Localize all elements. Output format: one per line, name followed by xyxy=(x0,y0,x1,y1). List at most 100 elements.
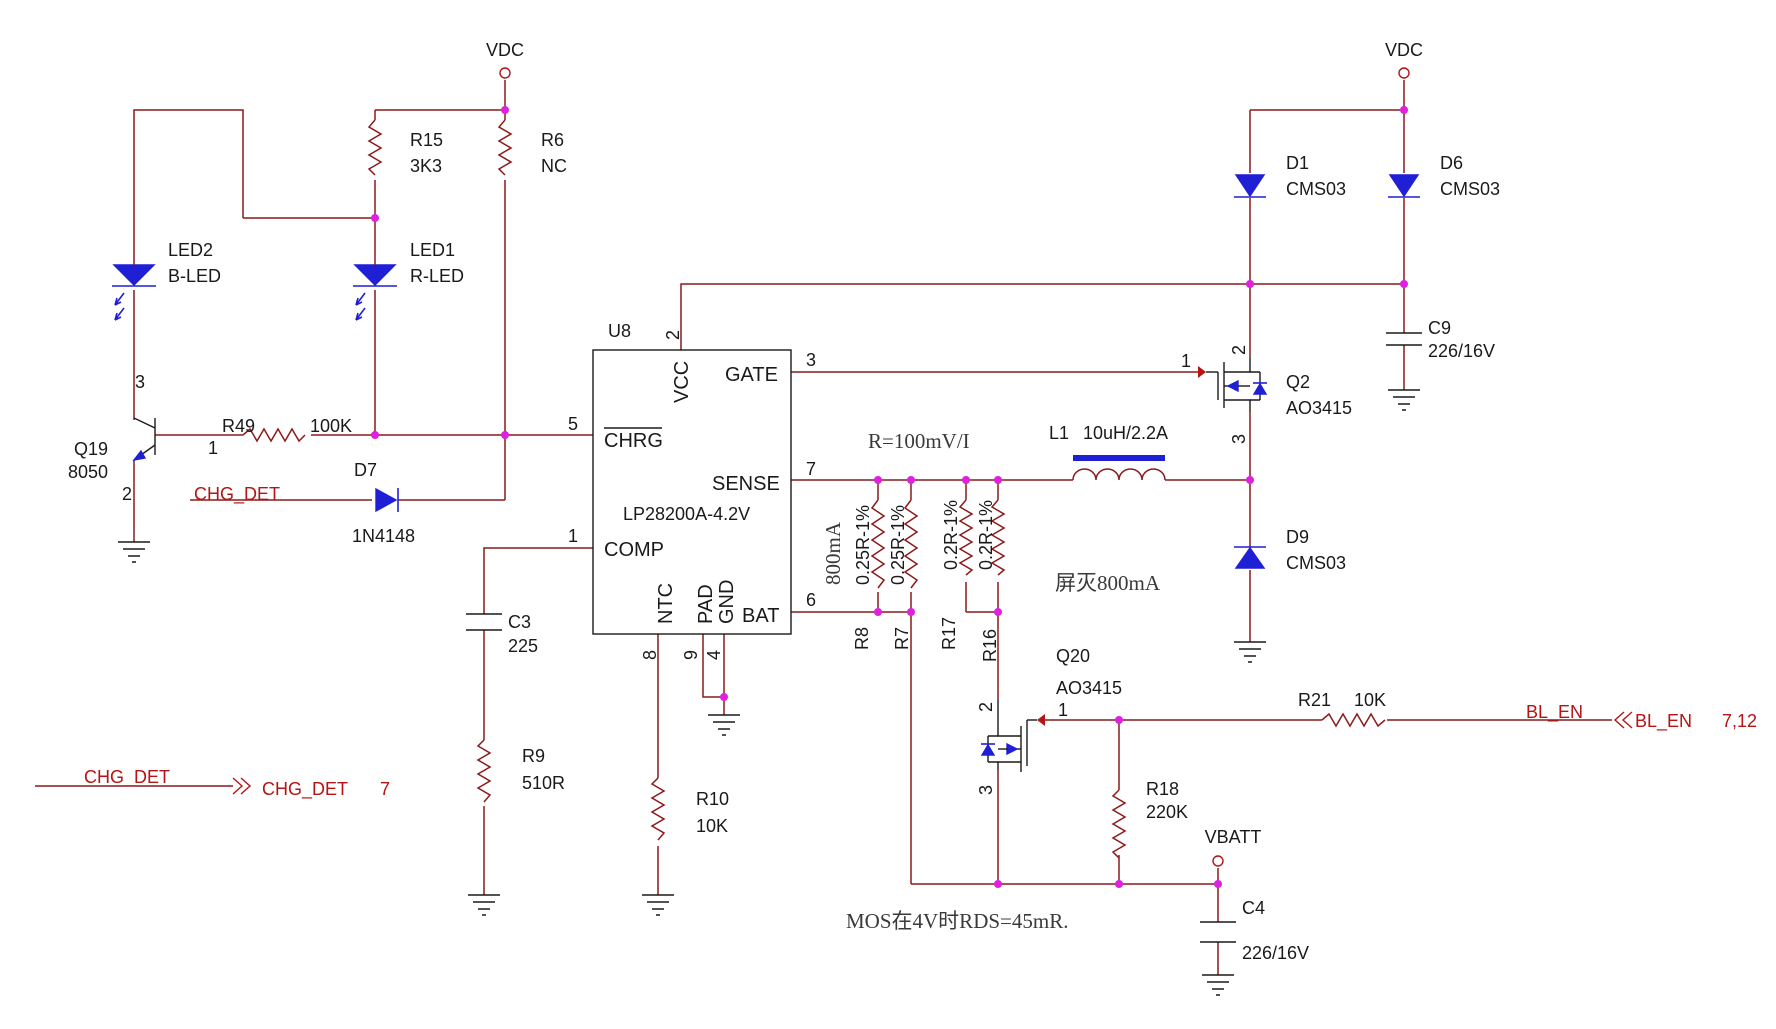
r8-body xyxy=(870,499,886,589)
junction xyxy=(994,608,1002,616)
u8-chip: U8 LP28200A-4.2V VCC GATE CHRG SENSE COM… xyxy=(568,321,816,660)
d9-value: CMS03 xyxy=(1286,553,1346,573)
junction xyxy=(1400,280,1408,288)
q19-symbol xyxy=(132,417,156,462)
c4-value: 226/16V xyxy=(1242,943,1309,963)
r8-ref: R8 xyxy=(852,627,872,650)
d1-value: CMS03 xyxy=(1286,179,1346,199)
junction xyxy=(371,431,379,439)
r49-ref: R49 xyxy=(222,416,255,436)
ground-symbols xyxy=(118,389,1420,996)
r6-body xyxy=(497,119,513,176)
chg-det-port-label: CHG_DET xyxy=(262,779,348,800)
r9-ref: R9 xyxy=(522,746,545,766)
vbatt-label: VBATT xyxy=(1205,827,1262,847)
junction xyxy=(962,476,970,484)
r17-body xyxy=(958,499,974,576)
junction xyxy=(371,214,379,222)
junction xyxy=(994,880,1002,888)
r7-ref: R7 xyxy=(892,627,912,650)
led1-value: R-LED xyxy=(410,266,464,286)
junction xyxy=(501,431,509,439)
note-mos-rds: MOS在4V时RDS=45mR. xyxy=(846,909,1068,933)
c4-ref: C4 xyxy=(1242,898,1265,918)
note-sense-ratio: R=100mV/I xyxy=(868,429,970,453)
r16-ref: R16 xyxy=(980,629,1000,662)
r9-value: 510R xyxy=(522,773,565,793)
r15-ref: R15 xyxy=(410,130,443,150)
led2-ref: LED2 xyxy=(168,240,213,260)
junction xyxy=(1115,880,1123,888)
q19-pin-e: 2 xyxy=(122,484,132,504)
u8-pinnum-comp: 1 xyxy=(568,526,578,546)
ground-icon xyxy=(1202,974,1234,996)
r7-value: 0.25R-1% xyxy=(888,505,908,585)
q19-value: 8050 xyxy=(68,462,108,482)
u8-pinnum-ntc: 8 xyxy=(640,650,660,660)
junction xyxy=(907,608,915,616)
led1-symbol xyxy=(353,255,397,321)
component-labels: R15 3K3 R6 NC LED2 B-LED LED1 R-LED Q19 … xyxy=(68,130,1500,963)
annotations: R=100mV/I 800mA 屏灭800mA MOS在4V时RDS=45mR. xyxy=(821,429,1161,933)
chg-det-page-ref: 7 xyxy=(380,779,390,799)
junctions xyxy=(371,106,1408,888)
u8-pin-bat: BAT xyxy=(742,605,779,627)
u8-ref: U8 xyxy=(608,321,631,341)
r15-value: 3K3 xyxy=(410,156,442,176)
q20-pin-s: 2 xyxy=(976,702,996,712)
ground-icon xyxy=(642,894,674,916)
r49-body xyxy=(242,427,306,443)
d7-symbol xyxy=(375,487,399,513)
u8-pinnum-chrg: 5 xyxy=(568,414,578,434)
q19-ref: Q19 xyxy=(74,439,108,459)
r15-body xyxy=(367,119,383,176)
q2-pin-d: 3 xyxy=(1229,434,1249,444)
junction xyxy=(1115,716,1123,724)
q2-value: AO3415 xyxy=(1286,398,1352,418)
u8-pin-gnd: GND xyxy=(716,580,738,624)
u8-pinnum-gnd: 4 xyxy=(704,650,724,660)
q20-pin-g: 1 xyxy=(1058,700,1068,720)
q2-symbol xyxy=(1198,358,1268,412)
chg-det-net-label-bottom: CHG_DET xyxy=(84,767,170,788)
u8-pin-sense: SENSE xyxy=(712,473,780,495)
r21-body xyxy=(1321,712,1386,728)
vdc-label: VDC xyxy=(1385,40,1423,60)
c9-symbol xyxy=(1386,332,1422,346)
junction xyxy=(1246,476,1254,484)
junction xyxy=(994,476,1002,484)
u8-pin-ntc: NTC xyxy=(655,583,677,624)
u8-pinnum-vcc: 2 xyxy=(663,330,683,340)
d9-symbol xyxy=(1234,546,1266,569)
q20-value: AO3415 xyxy=(1056,678,1122,698)
chg-det-net-label: CHG_DET xyxy=(194,484,280,505)
q20-symbol xyxy=(980,700,1045,772)
vdc-port-left: VDC xyxy=(486,40,524,79)
chg-det-port-icon xyxy=(232,777,252,795)
c4-symbol xyxy=(1200,921,1236,943)
bl-en-page-ref: 7,12 xyxy=(1722,711,1757,731)
junction xyxy=(1246,280,1254,288)
r6-value: NC xyxy=(541,156,567,176)
junction xyxy=(874,608,882,616)
r18-value: 220K xyxy=(1146,802,1188,822)
l1-value: 10uH/2.2A xyxy=(1083,423,1168,443)
d6-ref: D6 xyxy=(1440,153,1463,173)
r8-value: 0.25R-1% xyxy=(853,505,873,585)
wires xyxy=(35,80,1612,975)
r21-ref: R21 xyxy=(1298,690,1331,710)
u8-pinnum-bat: 6 xyxy=(806,590,816,610)
note-800ma: 800mA xyxy=(821,521,845,585)
vdc-port-right: VDC xyxy=(1385,40,1423,79)
r7-body xyxy=(903,499,919,589)
r21-value: 10K xyxy=(1354,690,1386,710)
q19-pin-c: 3 xyxy=(135,372,145,392)
note-screen-off: 屏灭800mA xyxy=(1055,571,1161,595)
r10-ref: R10 xyxy=(696,789,729,809)
u8-pinnum-gate: 3 xyxy=(806,350,816,370)
r17-value: 0.2R-1% xyxy=(941,500,961,570)
junction xyxy=(907,476,915,484)
d1-symbol xyxy=(1234,174,1266,198)
r10-value: 10K xyxy=(696,816,728,836)
